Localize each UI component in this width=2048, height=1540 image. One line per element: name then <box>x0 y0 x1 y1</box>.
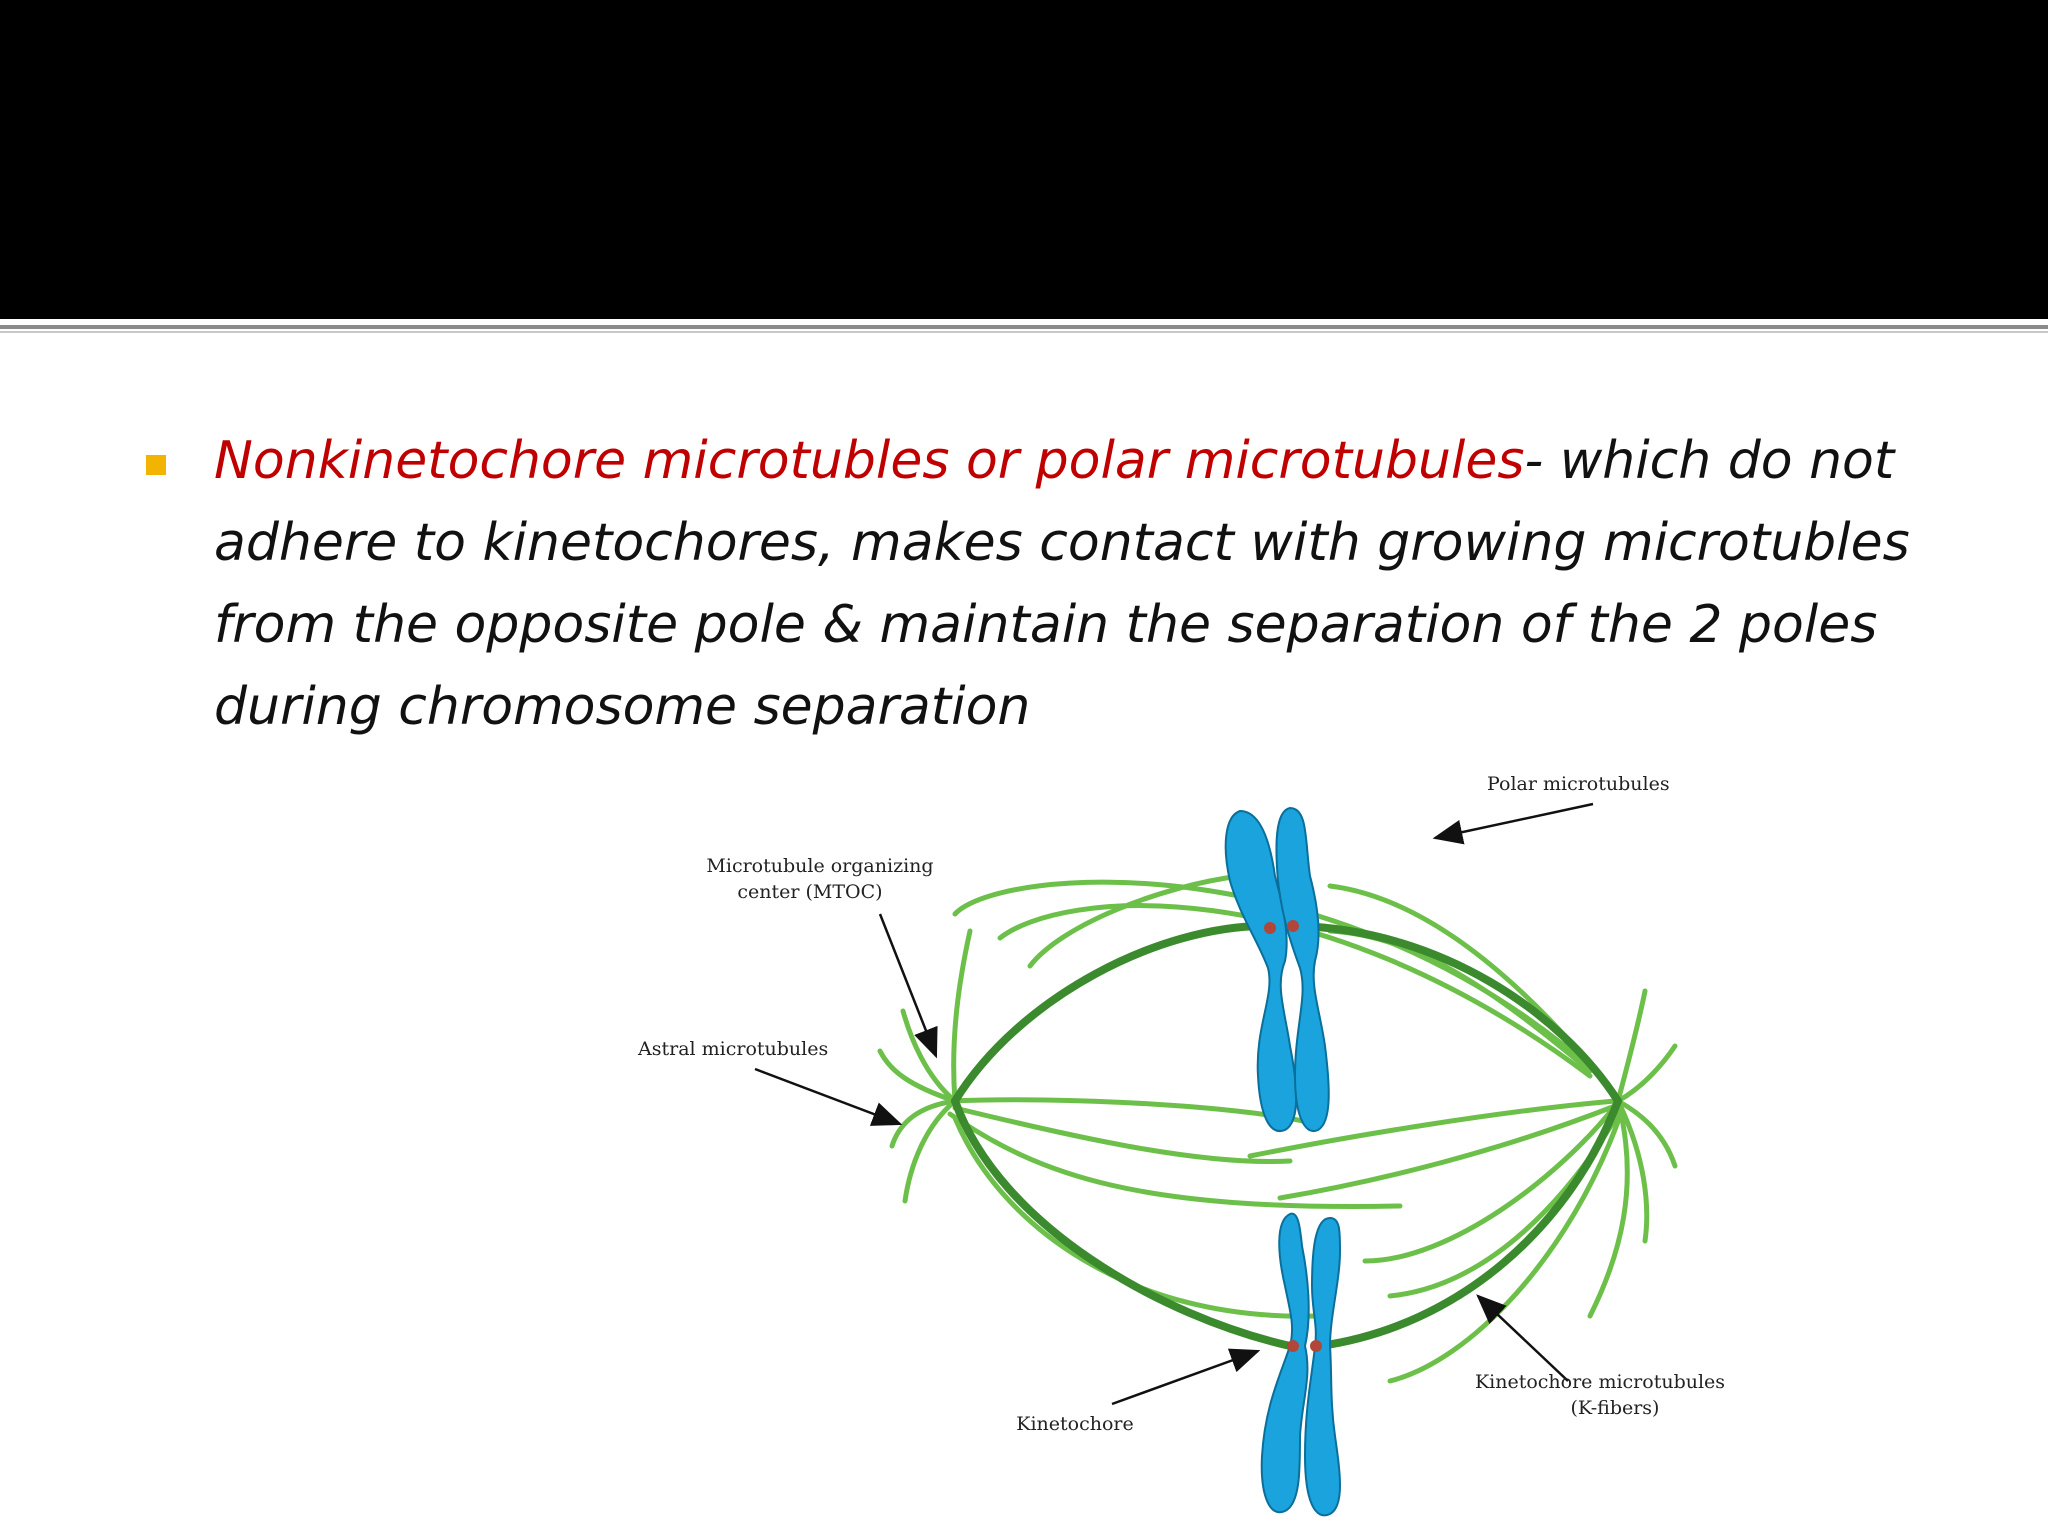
label-mtoc-line2: center (MTOC) <box>737 881 882 903</box>
spindle-diagram: Polar microtubules Microtubule organizin… <box>637 773 1725 1517</box>
label-kinetochore: Kinetochore <box>1016 1413 1133 1435</box>
title-divider <box>0 319 2048 325</box>
kinetochore-microtubules <box>951 922 1622 1350</box>
label-mtoc-line1: Microtubule organizing <box>706 855 933 877</box>
bullet-term: Nonkinetochore microtubles or polar micr… <box>214 431 1525 491</box>
kinetochore-arrow <box>1111 1348 1261 1406</box>
label-polar-microtubules: Polar microtubules <box>1487 773 1670 795</box>
title-divider-shadow <box>0 331 2048 333</box>
title-divider-line <box>0 325 2048 329</box>
bullet-square-icon <box>146 455 166 475</box>
label-astral-microtubules: Astral microtubules <box>637 1038 828 1060</box>
mitotic-spindle-figure: Polar microtubules Microtubule organizin… <box>300 756 1750 1536</box>
astral-microtubules <box>877 928 1678 1319</box>
upper-chromosome <box>1224 806 1330 1133</box>
slide-title-bar <box>0 0 2048 319</box>
mtoc-arrow <box>878 913 938 1059</box>
bullet-description: - which do not adhere to kinetochores, m… <box>214 431 1910 737</box>
bullet-text: Nonkinetochore microtubles or polar micr… <box>214 420 1994 748</box>
label-kfibers-line2: (K-fibers) <box>1571 1397 1660 1419</box>
astral-arrow <box>754 1067 903 1126</box>
annotation-arrows <box>754 802 1594 1406</box>
lower-chromosome <box>1260 1212 1342 1517</box>
label-kfibers-line1: Kinetochore microtubules <box>1475 1371 1725 1393</box>
polar-arrow <box>1432 802 1594 845</box>
kfibers-arrow <box>1476 1294 1569 1382</box>
